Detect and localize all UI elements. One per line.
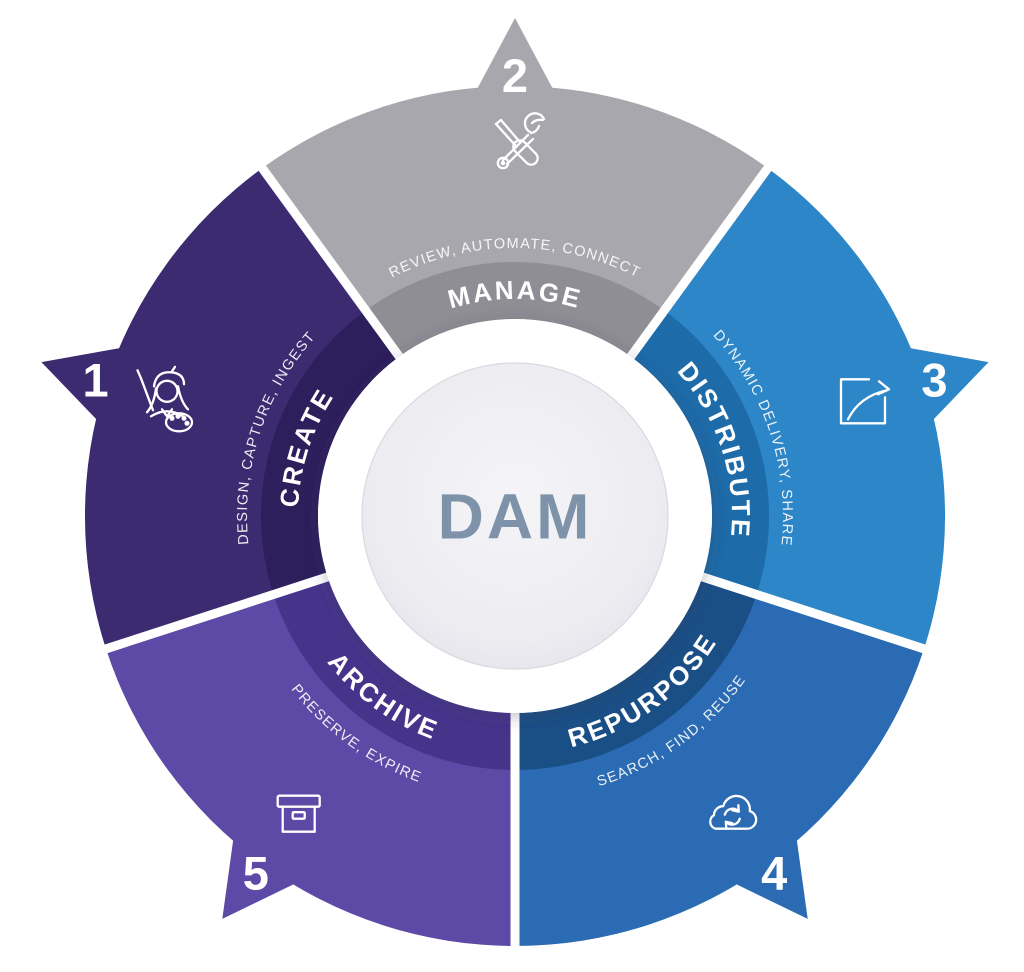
- segment-divider: [250, 154, 410, 369]
- segment-repurpose-band: [515, 576, 757, 770]
- center-label: DAM: [438, 480, 593, 552]
- segment-manage-sector: [262, 86, 768, 357]
- segment-repurpose-number: 4: [761, 847, 787, 900]
- segment-create-number: 1: [83, 354, 109, 407]
- segment-repurpose-point: [715, 816, 808, 919]
- segment-distribute-sector: [630, 168, 946, 649]
- segment-archive-point: [222, 816, 315, 919]
- segment-repurpose: SEARCH, FIND, REUSE REPURPOSE 4: [515, 576, 924, 946]
- segment-distribute-band: [630, 310, 770, 595]
- segment-create-band: [260, 310, 400, 595]
- segment-create: DESIGN, CAPTURE, INGEST CREATE 1: [41, 168, 400, 649]
- segment-create-sector: [84, 168, 400, 649]
- segment-distribute: DYNAMIC DELIVERY, SHARE DISTRIBUTE 3: [630, 168, 989, 649]
- segment-archive-band: [273, 576, 515, 770]
- segment-archive-number: 5: [243, 847, 269, 900]
- segment-divider: [91, 568, 341, 658]
- segment-archive: PRESERVE, EXPIRE ARCHIVE 5: [106, 576, 515, 946]
- segment-manage-number: 2: [502, 49, 528, 102]
- segment-dividers: [91, 154, 939, 960]
- segment-divider: [620, 154, 780, 369]
- segment-repurpose-sector: [515, 576, 924, 946]
- artist-icon: [136, 365, 194, 433]
- segment-manage-band: [365, 261, 665, 357]
- share-icon: [839, 378, 891, 425]
- center-disc: [361, 362, 669, 670]
- segment-manage: REVIEW, AUTOMATE, CONNECT MANAGE 2: [262, 18, 768, 357]
- segment-create-point: [41, 344, 143, 437]
- archive-box-icon: [276, 794, 321, 833]
- tools-icon: [494, 112, 546, 170]
- segment-manage-point: [466, 18, 564, 109]
- segment-distribute-number: 3: [921, 354, 947, 407]
- segment-distribute-point: [887, 344, 989, 437]
- cloud-sync-icon: [709, 794, 758, 830]
- segment-archive-sector: [106, 576, 515, 946]
- segment-divider: [689, 568, 939, 658]
